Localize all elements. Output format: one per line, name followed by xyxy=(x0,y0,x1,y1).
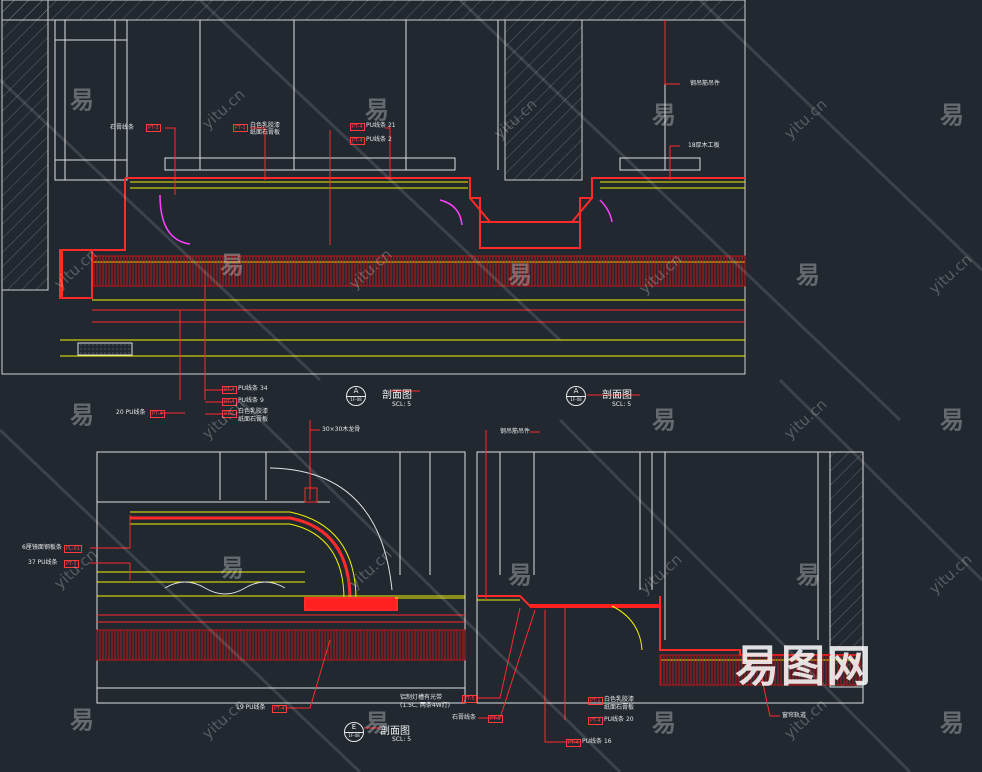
label-gypsum-board-2: 纸面石膏板 xyxy=(238,416,269,423)
label-steel-hanger: 钢吊筋吊件 xyxy=(690,80,721,87)
tag-pu-20: PT-4 xyxy=(150,410,165,418)
watermark-glyph: 易 xyxy=(508,261,532,289)
watermark-glyph: 易 xyxy=(70,86,94,114)
watermark-glyph: 易 xyxy=(940,101,964,129)
watermark-glyph: 易 xyxy=(70,401,94,429)
tag-pu-37: PT-3 xyxy=(64,560,79,568)
watermark-glyph: 易 xyxy=(652,709,676,737)
section-title-a2: 剖面图 xyxy=(602,390,632,401)
watermark-glyph: 易 xyxy=(508,561,532,589)
label-white-paint: 白色乳胶漆 xyxy=(250,122,281,129)
label-pu-21: PU线条 21 xyxy=(366,122,396,129)
tag-white-paint: PT-1 xyxy=(233,124,248,132)
label-light-spec: (1.5C, 两条4W灯) xyxy=(400,702,450,709)
tag-pu-16: PT-4 xyxy=(566,739,581,747)
section-scale-e: SCL: 5 xyxy=(392,736,412,743)
tag-stone-line-2: PT-3 xyxy=(488,715,503,723)
watermark-glyph: 易 xyxy=(940,406,964,434)
label-pu-19: 19 PU线条 xyxy=(236,704,266,711)
label-gypsum-board: 纸面石膏板 xyxy=(250,129,281,136)
label-wood-board: 18厚木工板 xyxy=(688,142,720,149)
label-light-trough: 铝制灯槽有光带 xyxy=(400,694,443,701)
label-white-paint-3: 白色乳胶漆 xyxy=(604,696,635,703)
tag-light-trough: PT-5 xyxy=(462,695,477,703)
label-stone-line: 石膏线条 xyxy=(110,124,135,131)
tag-pu-9: PT-4 xyxy=(222,398,237,406)
section-e-drawing xyxy=(96,420,466,704)
watermark-glyph: 易 xyxy=(220,251,244,279)
label-mirror-steel: 6厘镜面钢板条 xyxy=(22,544,62,551)
watermark-glyph: 易 xyxy=(652,406,676,434)
label-pu-20: 20 PU线条 xyxy=(116,409,146,416)
watermark-glyph: 易 xyxy=(365,96,389,124)
label-steel-hanger-2: 钢吊筋吊件 xyxy=(500,428,531,435)
section-scale-a1: SCL: 5 xyxy=(392,401,412,408)
label-stone-line-2: 石膏线条 xyxy=(452,714,477,721)
label-pu-37: 37 PU线条 xyxy=(28,559,58,566)
label-pu-9: PU线条 9 xyxy=(238,397,264,404)
watermark-glyph: 易 xyxy=(652,101,676,129)
tag-pu-34: PT-4 xyxy=(222,386,237,394)
label-pu-16: PU线条 16 xyxy=(582,738,612,745)
tag-pu-19: PT-4 xyxy=(272,705,287,713)
watermark-glyph: 易 xyxy=(220,554,244,582)
watermark-glyph: 易 xyxy=(365,709,389,737)
tag-white-paint-2: PT-1 xyxy=(222,410,237,418)
section-title-a1: 剖面图 xyxy=(382,390,412,401)
section-scale-a2: SCL: 5 xyxy=(612,401,632,408)
watermark-glyph: 易 xyxy=(796,261,820,289)
label-curtain-track: 窗帘轨道 xyxy=(782,712,807,719)
label-pu-2: PU线条 2 xyxy=(366,136,392,143)
tag-white-paint-3: PT-1 xyxy=(588,697,603,705)
tag-mirror-steel: PL-01 xyxy=(64,545,82,553)
label-wood-keel: 30×30木龙骨 xyxy=(322,426,361,433)
watermark-glyph: 易 xyxy=(70,706,94,734)
brand-logo: 易图网 xyxy=(735,641,873,692)
label-white-paint-2: 白色乳胶漆 xyxy=(238,408,269,415)
leader-lines xyxy=(90,20,780,743)
label-pu-34: PU线条 34 xyxy=(238,385,268,392)
tag-pu-2: PT-4 xyxy=(350,137,365,145)
tag-pu-21: PT-4 xyxy=(350,123,365,131)
tag-pu-20b: PT-4 xyxy=(588,717,603,725)
label-gypsum-board-3: 纸面石膏板 xyxy=(604,704,635,711)
top-section xyxy=(1,0,746,400)
label-pu-20b: PU线条 20 xyxy=(604,716,634,723)
watermark-glyph: 易 xyxy=(796,561,820,589)
section-a-drawing xyxy=(476,430,864,704)
watermark-glyph: 易 xyxy=(940,709,964,737)
tag-stone-line: PT-3 xyxy=(146,124,161,132)
section-title-e: 剖面图 xyxy=(380,726,410,737)
